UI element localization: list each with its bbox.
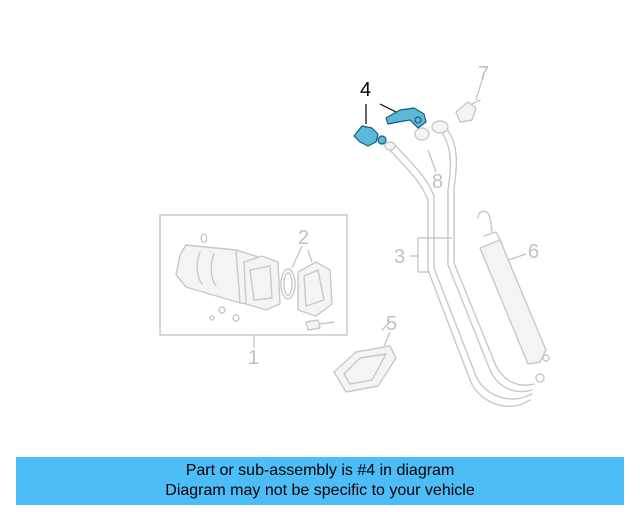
parts-diagram: 4 7 8 2 0 3 6 5 1 xyxy=(159,63,550,407)
callout-8: 8 xyxy=(432,171,443,193)
highlighted-part-4 xyxy=(353,107,427,147)
bolt xyxy=(305,319,335,331)
leader-4b xyxy=(379,103,397,113)
leader-3 xyxy=(410,237,452,273)
callout-1: 1 xyxy=(248,347,259,369)
sensor-part-7 xyxy=(455,99,481,123)
banner-line-1: Part or sub-assembly is #4 in diagram xyxy=(185,462,455,479)
leader-7 xyxy=(475,79,483,101)
callout-2: 2 xyxy=(298,227,309,249)
canister-part-6 xyxy=(477,210,550,383)
callout-4: 4 xyxy=(360,79,371,101)
gasket-ring xyxy=(280,268,296,300)
flange-part-2 xyxy=(297,261,333,317)
callout-5: 5 xyxy=(386,313,397,335)
callout-0: 0 xyxy=(200,230,208,246)
leader-2 xyxy=(291,245,303,269)
callout-6: 6 xyxy=(528,241,539,263)
pipe-assembly xyxy=(384,120,535,407)
leader-5 xyxy=(383,331,391,347)
leader-2b xyxy=(307,249,313,263)
banner-line-2: Diagram may not be specific to your vehi… xyxy=(165,482,475,499)
callout-3: 3 xyxy=(394,246,405,268)
callout-7: 7 xyxy=(478,63,489,85)
leader-6 xyxy=(507,253,527,261)
tray-part-5 xyxy=(333,321,397,393)
pump-body xyxy=(175,244,281,322)
info-banner: Part or sub-assembly is #4 in diagram Di… xyxy=(16,457,624,505)
leader-8 xyxy=(427,149,437,173)
gasket-ring-inner xyxy=(283,272,293,296)
